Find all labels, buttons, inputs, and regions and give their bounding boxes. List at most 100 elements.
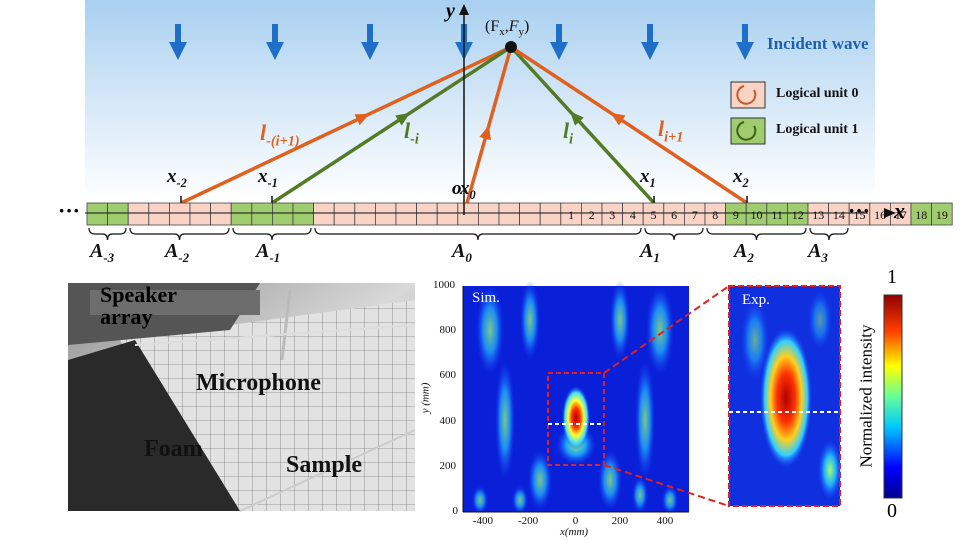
ellipsis-right: ··· (848, 198, 871, 223)
point-label: x0 (460, 178, 476, 202)
incident-arrow-icon (550, 24, 568, 60)
incident-arrow-icon (736, 24, 754, 60)
unit-cell (333, 202, 356, 226)
unit-cell: 9 (725, 202, 747, 226)
unit-cell-number: 18 (915, 208, 927, 222)
unit-cell: 6 (663, 202, 685, 226)
ray-line (271, 45, 512, 205)
heat-blob (512, 486, 528, 514)
unit-cell: 14 (828, 202, 850, 226)
heat-blob (646, 285, 674, 375)
unit-cell-number: 5 (651, 208, 657, 222)
unit-cell (436, 202, 459, 226)
segment-label: A0 (452, 240, 472, 265)
legend-label-unit0: Logical unit 0 (776, 86, 859, 101)
ray-label: l-i (404, 118, 419, 148)
zoom-connector-top (603, 285, 730, 374)
legend-label-unit1: Logical unit 1 (776, 122, 859, 137)
sim-x-tick: 200 (611, 515, 629, 527)
unit-cell: 2 (581, 202, 603, 226)
unit-cell: 1 (560, 202, 582, 226)
unit-cell-number: 14 (833, 208, 845, 222)
segment-brace (644, 227, 704, 241)
sim-x-label: x(mm) (560, 526, 589, 538)
heat-blob (598, 450, 622, 510)
ray-arrow-icon (610, 112, 626, 126)
focus-label: (Fx,Fy) (485, 18, 530, 39)
incident-arrow-icon (641, 24, 659, 60)
unit-cell-number: 9 (733, 208, 739, 222)
unit-cell-number: 15 (854, 208, 866, 222)
sim-y-label: y (mm) (419, 382, 432, 414)
segment-brace (129, 227, 230, 241)
heat-blob (528, 450, 552, 510)
incident-wave-label: Incident wave (767, 34, 869, 53)
heat-blob (520, 280, 540, 360)
unit-cell (86, 202, 109, 226)
unit-cell-number: 19 (936, 208, 948, 222)
heat-blob (476, 285, 504, 375)
unit-cell (477, 202, 500, 226)
unit-cell (395, 202, 418, 226)
sim-tag: Sim. (472, 290, 500, 306)
colorbar-label: Normalized intensity (856, 324, 876, 468)
unit-cell: 11 (766, 202, 788, 226)
segment-brace (232, 227, 312, 241)
ray-line (465, 46, 513, 204)
photo-label-foam: Foam (144, 436, 203, 462)
unit-cell: 17 (890, 202, 912, 226)
unit-cell (271, 202, 294, 226)
unit-cell-number: 11 (771, 208, 783, 222)
unit-cell (127, 202, 150, 226)
ellipsis-left: ··· (58, 198, 81, 223)
ray-arrow-icon (479, 125, 491, 141)
incident-wave-arrows (169, 24, 754, 60)
ray-label: li (563, 118, 574, 148)
unit-cell-number: 4 (630, 208, 636, 222)
ray-arrow-icon (354, 113, 370, 126)
focus-point (505, 41, 517, 53)
unit-cell (416, 202, 438, 226)
legend (730, 81, 766, 145)
x-axis-label: x (894, 198, 905, 223)
heat-blob (610, 280, 630, 360)
photo-label-speaker-array: Speaker array (100, 282, 177, 329)
unit-cell: 18 (910, 202, 933, 226)
segment-label: A-1 (256, 240, 281, 265)
sim-y-tick: 1000 (433, 279, 455, 291)
segment-braces (88, 227, 849, 241)
unit-cell-number: 8 (712, 208, 718, 222)
unit-cell (210, 202, 232, 226)
unit-cell: 8 (704, 202, 727, 226)
heat-blob (635, 360, 655, 480)
ray-arrow-icon (569, 111, 584, 126)
segment-brace (314, 227, 642, 241)
unit-cell (251, 202, 273, 226)
segment-label: A2 (734, 240, 754, 265)
sim-x-tick: -200 (518, 515, 539, 527)
point-label: x-2 (167, 166, 187, 190)
unit-cell (230, 202, 253, 226)
unit-cell (519, 202, 541, 226)
unit-cell (107, 202, 129, 226)
unit-cell (168, 202, 191, 226)
point-label: x2 (733, 166, 749, 190)
heat-blob (632, 477, 648, 513)
unit-cell-number: 17 (895, 208, 907, 222)
sim-x-tick: 0 (572, 515, 579, 527)
colorbar (883, 294, 903, 499)
point-label: x-1 (258, 166, 278, 190)
segment-brace (88, 227, 127, 241)
unit-cell-number: 3 (609, 208, 615, 222)
segment-label: A1 (640, 240, 660, 265)
unit-cell (539, 202, 562, 226)
incident-arrow-icon (266, 24, 284, 60)
unit-cell: 12 (787, 202, 809, 226)
unit-cell (148, 202, 170, 226)
heat-blob (562, 386, 590, 450)
unit-cell-number: 2 (589, 208, 595, 222)
ray-line (510, 45, 748, 205)
colorbar-max: 1 (887, 266, 897, 288)
y-axis-label: y (446, 0, 455, 22)
